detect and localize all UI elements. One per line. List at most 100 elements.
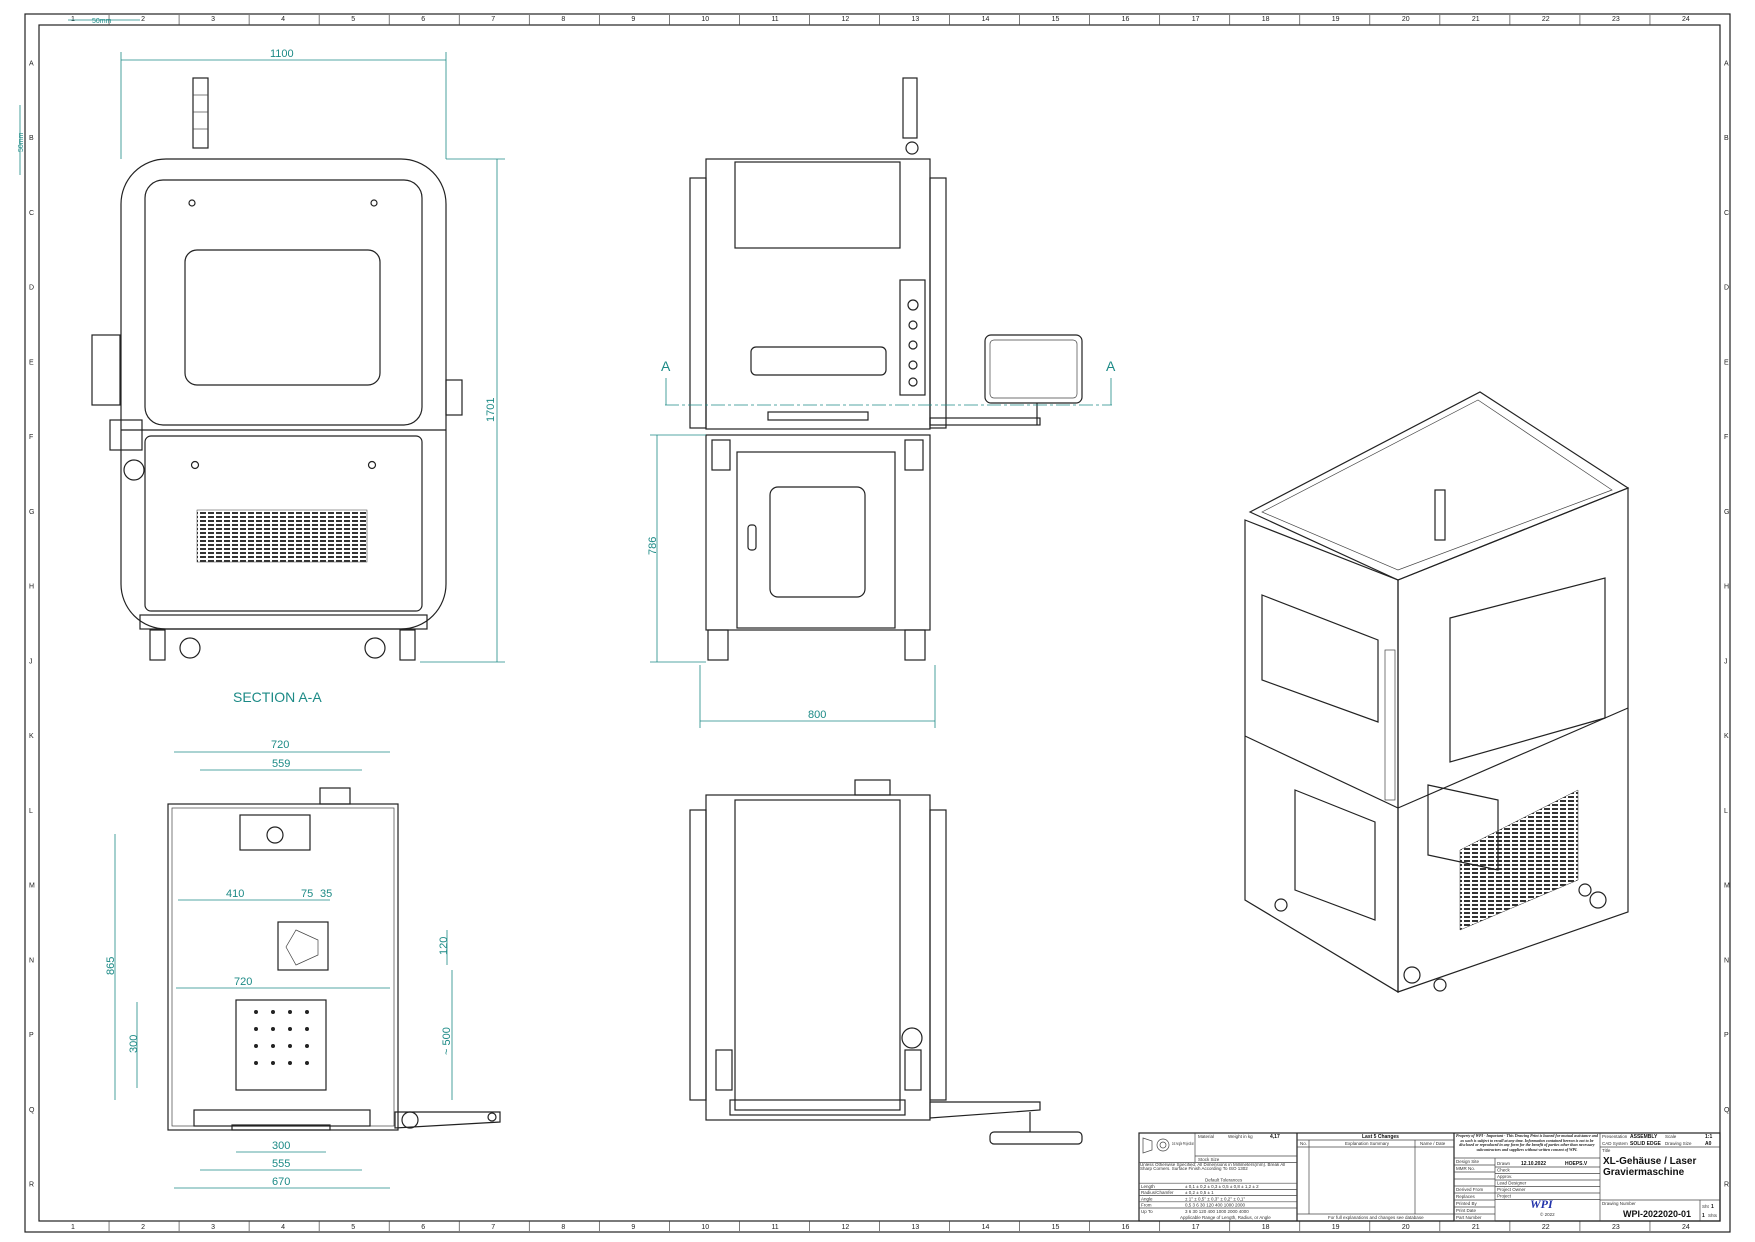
grid-column-label: 23 — [1612, 16, 1620, 23]
sheets-value: 1 — [1702, 1213, 1705, 1219]
grid-row-label: P — [29, 1032, 34, 1039]
section-view-dimensions: 720 559 410 75 35 120 720 865 300 ~ 500 … — [105, 739, 453, 1189]
title-label: Title — [1602, 1148, 1611, 1153]
tolerance-row-values: 3 6 30 120 400 1000 2000 4000 — [1185, 1209, 1249, 1214]
side-view — [665, 77, 1112, 661]
title-field-label: Print Date — [1456, 1208, 1477, 1213]
grid-row-label: K — [1724, 733, 1729, 740]
material-label: Material — [1198, 1134, 1214, 1139]
changes-name-header: Name / Date — [1420, 1141, 1446, 1146]
grid-column-label: 1 — [71, 16, 75, 23]
scale-bar-v-label: 50mm — [18, 132, 25, 152]
title-block: 1st Angle Projection Material Weight in … — [1138, 1132, 1721, 1222]
drawing-number: WPI-2022020-01 — [1623, 1209, 1691, 1219]
weight-label: Weight in kg — [1228, 1134, 1253, 1139]
projection-label: 1st Angle Projection — [1172, 1141, 1194, 1146]
grid-column-label: 13 — [912, 1224, 920, 1231]
cad-label: CAD System — [1602, 1141, 1628, 1146]
title-field-label: Design Site — [1456, 1159, 1480, 1164]
grid-column-label: 8 — [561, 16, 565, 23]
presentation-label: Presentation — [1602, 1134, 1628, 1139]
grid-row-label: C — [29, 210, 34, 217]
dim-555: 555 — [272, 1158, 290, 1170]
grid-column-label: 9 — [631, 16, 635, 23]
grid-row-label: Q — [1724, 1107, 1730, 1114]
grid-column-label: 12 — [841, 1224, 849, 1231]
mounting-hole — [288, 1027, 292, 1031]
mounting-hole — [305, 1044, 309, 1048]
grid-column-label: 14 — [982, 1224, 990, 1231]
title-field-label: Project — [1497, 1194, 1512, 1199]
grid-column-label: 5 — [351, 1224, 355, 1231]
section-view — [167, 787, 501, 1131]
mounting-hole — [288, 1010, 292, 1014]
title-field-label: Replaces — [1456, 1194, 1476, 1199]
grid-row-label: L — [29, 808, 33, 815]
dim-410: 410 — [226, 888, 244, 900]
dim-height-786: 786 — [647, 537, 659, 555]
grid-column-label: 16 — [1122, 1224, 1130, 1231]
grid-row-label: L — [1724, 808, 1728, 815]
weight-value: 4,17 — [1270, 1134, 1280, 1140]
size-label: Drawing Size — [1665, 1141, 1692, 1146]
grid-column-label: 21 — [1472, 1224, 1480, 1231]
mounting-hole — [271, 1061, 275, 1065]
grid-row-label: E — [1724, 359, 1729, 366]
grid-labels: 1122334455667788991010111112121313141415… — [29, 15, 1730, 1231]
dim-559: 559 — [272, 758, 290, 770]
grid-column-label: 20 — [1402, 16, 1410, 23]
drawing-frame — [38, 24, 1721, 1222]
grid-column-label: 10 — [701, 1224, 709, 1231]
tolerance-row-label: Angle — [1141, 1196, 1153, 1201]
mounting-hole — [288, 1044, 292, 1048]
grid-row-label: D — [1724, 285, 1729, 292]
title-field-label: Approv. — [1497, 1174, 1512, 1179]
grid-column-label: 19 — [1332, 16, 1340, 23]
grid-row-label: G — [29, 509, 34, 516]
title-field-label: Project Owner — [1497, 1187, 1526, 1192]
default-tolerances: Default Tolerances — [1205, 1178, 1243, 1183]
grid-column-label: 2 — [141, 1224, 145, 1231]
mounting-hole — [305, 1010, 309, 1014]
grid-column-label: 17 — [1192, 16, 1200, 23]
grid-column-label: 16 — [1122, 16, 1130, 23]
grid-column-label: 4 — [281, 1224, 285, 1231]
drawn-by: HOEPS.V — [1565, 1161, 1588, 1167]
grid-column-label: 12 — [841, 16, 849, 23]
isometric-view — [1244, 391, 1630, 994]
projection-symbol-icon — [1142, 1137, 1170, 1154]
dim-35: 35 — [320, 888, 332, 900]
dim-height-1701: 1701 — [485, 398, 497, 422]
mounting-hole — [288, 1061, 292, 1065]
dim-300-left: 300 — [128, 1035, 140, 1053]
grid-column-label: 21 — [1472, 16, 1480, 23]
title-field-label: Part Number — [1456, 1215, 1482, 1220]
grid-row-label: B — [1724, 135, 1729, 142]
grid-column-label: 5 — [351, 16, 355, 23]
grid-column-label: 1 — [71, 1224, 75, 1231]
drawn-date: 12.10.2022 — [1521, 1161, 1546, 1167]
mounting-hole — [271, 1027, 275, 1031]
unless-note: Unless Otherwise Specified: All Dimensio… — [1140, 1162, 1286, 1171]
title-field-label: MMR No. — [1456, 1166, 1475, 1171]
grid-row-label: M — [1724, 883, 1730, 890]
grid-column-label: 15 — [1052, 1224, 1060, 1231]
grid-column-label: 24 — [1682, 1224, 1690, 1231]
mounting-hole — [254, 1044, 258, 1048]
grid-column-label: 10 — [701, 16, 709, 23]
dim-670: 670 — [272, 1176, 290, 1188]
side-view-dimensions: 786 800 — [647, 434, 936, 728]
dim-720-top: 720 — [271, 739, 289, 751]
tolerance-row-label: Radius/Chamfer — [1141, 1190, 1174, 1195]
grid-row-label: D — [29, 285, 34, 292]
dim-width-1100: 1100 — [270, 48, 294, 60]
dim-865: 865 — [105, 957, 117, 975]
sheet-label: Sht — [1702, 1204, 1710, 1209]
grid-column-label: 13 — [912, 16, 920, 23]
grid-column-label: 14 — [982, 16, 990, 23]
grid-column-label: 6 — [421, 1224, 425, 1231]
grid-row-label: H — [29, 584, 34, 591]
title-field-label: Lead Designer — [1497, 1181, 1527, 1186]
grid-row-label: C — [1724, 210, 1729, 217]
grid-row-label: J — [29, 658, 33, 665]
